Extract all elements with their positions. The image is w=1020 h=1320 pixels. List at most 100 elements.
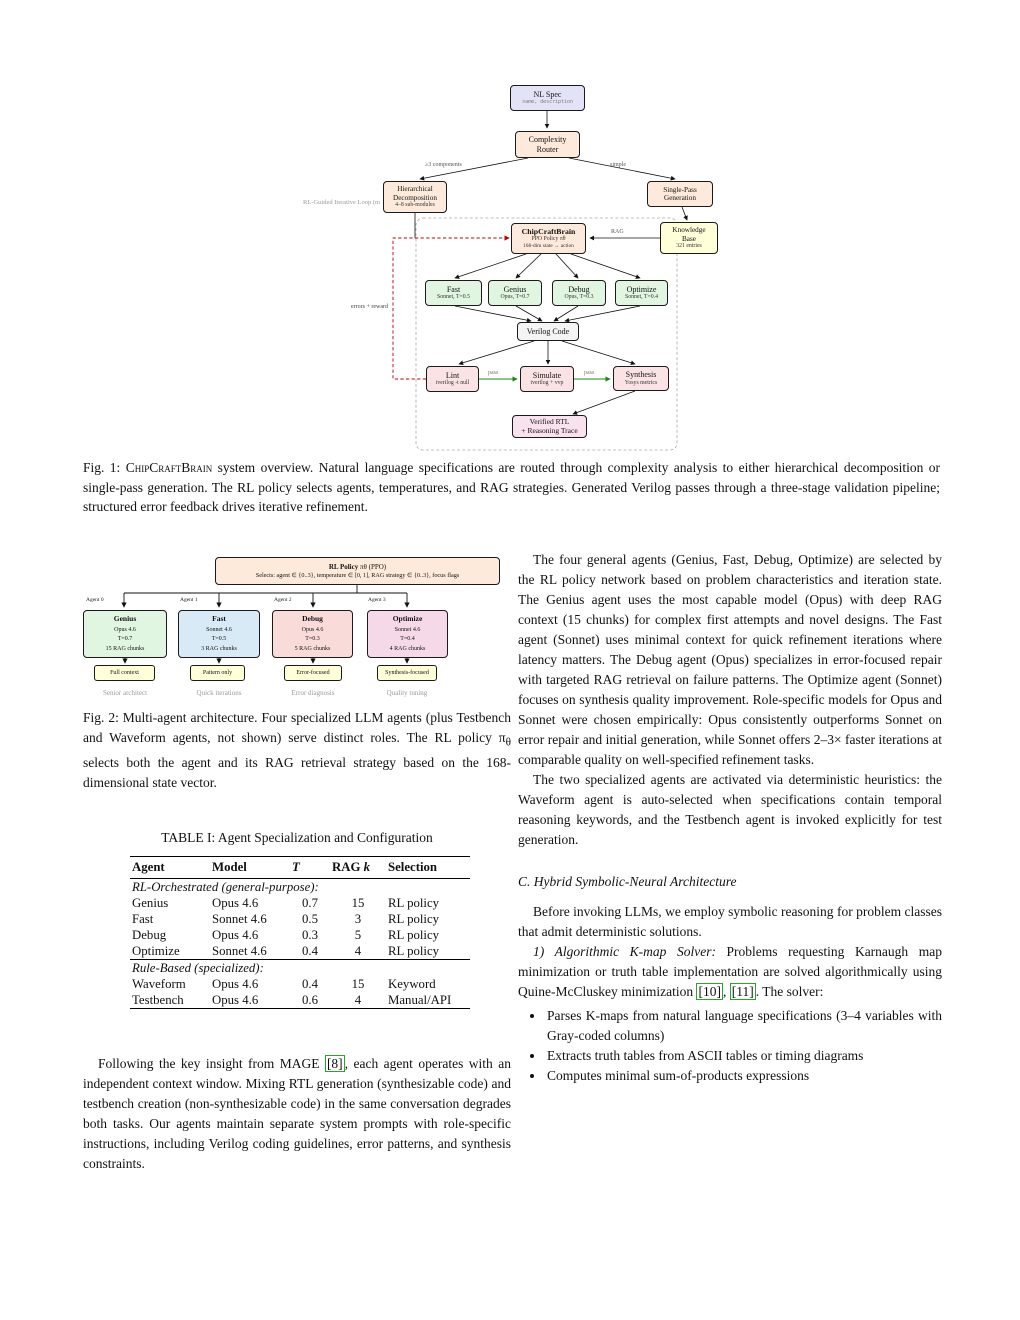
solver-bullet-list: Parses K-maps from natural language spec… (518, 1006, 942, 1086)
debug-context-box: Error-focused (284, 665, 342, 681)
genius-chunks: 15 RAG chunks (105, 645, 145, 652)
fig1-arrows (392, 111, 688, 451)
citation-11[interactable]: [11] (729, 983, 756, 1000)
agent0-tag: Agent 0 (86, 597, 104, 603)
cell: Testbench (132, 992, 184, 1007)
fig1-node-complexity-router: Complexity Router (515, 131, 580, 158)
optimize-sub: Sonnet, T=0.4 (625, 294, 658, 301)
lint-sub: iverilog -t null (435, 380, 470, 387)
rl-loop-label: RL-Guided Iterative Loop (m (303, 199, 381, 206)
fig1-node-genius-agent: Genius Opus, T=0.7 (488, 280, 542, 306)
fig1-caption: Fig. 1: ChipCraftBrain system overview. … (83, 458, 940, 517)
col-t-symbol: T (292, 860, 300, 874)
col-rag-text: RAG (332, 860, 364, 874)
col-agent: Agent (130, 856, 210, 879)
edge-label-rag: RAG (611, 229, 624, 235)
fig2-node-rl-policy: RL Policy πθ (PPO) Selects: agent ∈ {0..… (215, 557, 500, 585)
fig1-diagram: RL-Guided Iterative Loop (m ≥3 component… (285, 78, 975, 458)
genius-context-box: Full context (94, 665, 155, 681)
edge-label-simple: simple (610, 162, 626, 168)
genius-title: Genius (503, 284, 527, 294)
synthesis-sub: Yosys metrics (624, 379, 658, 386)
kmap-text-a: Problems requesting Karnaugh map minimiz… (518, 944, 942, 999)
cell: Sonnet 4.6 (212, 943, 267, 958)
col-k-symbol: k (363, 860, 371, 874)
fig1-node-lint: Lint iverilog -t null (426, 366, 479, 392)
fig1-node-synthesis: Synthesis Yosys metrics (613, 366, 669, 391)
cell: Opus 4.6 (212, 927, 259, 942)
cell: Opus 4.6 (212, 976, 259, 991)
optimize-title: Optimize (626, 284, 657, 294)
citation-10[interactable]: [10] (696, 983, 723, 1000)
bullet-extracts-truth-tables: Extracts truth tables from ASCII tables … (545, 1046, 942, 1066)
kmap-text-b: , (722, 984, 730, 999)
synthesis-title: Synthesis (625, 370, 657, 380)
bullet-computes-sop: Computes minimal sum-of-products express… (545, 1066, 942, 1086)
complexity-router-label: Complexity Router (528, 135, 567, 154)
verilog-label: Verilog Code (526, 326, 570, 336)
fig2-node-genius: Genius Opus 4.6 T=0.7 15 RAG chunks (83, 610, 167, 658)
cell: Manual/API (388, 992, 452, 1007)
bullet-text: Extracts truth tables from ASCII tables … (547, 1048, 864, 1063)
fig1-node-fast-agent: Fast Sonnet, T=0.5 (425, 280, 482, 306)
genius-model: Opus 4.6 (114, 626, 136, 633)
paragraph-kmap-solver: 1) Algorithmic K-map Solver: Problems re… (518, 942, 942, 1002)
fig1-node-verilog-code: Verilog Code (517, 322, 579, 341)
cell: 0.6 (302, 992, 318, 1007)
rl-policy-title-bold: RL Policy (328, 562, 359, 571)
edge-label-errors-reward: errors + reward (350, 304, 388, 310)
cell: Keyword (388, 976, 436, 991)
cell: Opus 4.6 (212, 992, 259, 1007)
fast-title: Fast (446, 284, 461, 294)
fig1-node-simulate: Simulate iverilog + vvp (520, 366, 574, 392)
cell: Optimize (132, 943, 180, 958)
mage-text-b: , each agent operates with an independen… (83, 1056, 511, 1171)
cell: Genius (132, 895, 169, 910)
optimize-role: Quality tuning (386, 689, 428, 697)
optimize-name: Optimize (392, 614, 423, 624)
cell: 15 (351, 895, 365, 910)
fig1-caption-systemname: ChipCraftBrain (125, 460, 213, 475)
genius-role: Senior architect (102, 689, 148, 697)
bullet-parses-kmaps: Parses K-maps from natural language spec… (545, 1006, 942, 1046)
nl-spec-title: NL Spec (533, 89, 562, 99)
optimize-chunks: 4 RAG chunks (389, 645, 426, 652)
fig1-node-verified-rtl: Verified RTL + Reasoning Trace (512, 415, 587, 438)
cell: Fast (132, 911, 154, 926)
genius-temp: T=0.7 (117, 636, 133, 643)
table1-title: TABLE I: Agent Specialization and Config… (161, 830, 433, 845)
citation-8[interactable]: [8] (324, 1055, 345, 1072)
agent-config-table: Agent Model T RAG k Selection RL-Orchest… (130, 856, 470, 1009)
fig2-node-debug: Debug Opus 4.6 T=0.3 5 RAG chunks (272, 610, 353, 658)
fig2-diagram: RL Policy πθ (PPO) Selects: agent ∈ {0..… (80, 552, 512, 704)
col-rag-k: RAG k (330, 856, 386, 879)
fig1-node-knowledge-base: Knowledge Base 321 entries (660, 222, 718, 254)
cell: Debug (132, 927, 167, 942)
fig1-node-nl-spec: NL Spec name, description (510, 85, 585, 111)
cell: 0.5 (302, 911, 318, 926)
cell: 0.4 (302, 943, 318, 958)
fast-name: Fast (212, 614, 226, 624)
single-pass-label: Single-Pass Generation (663, 185, 697, 202)
optimize-model: Sonnet 4.6 (394, 626, 421, 633)
nl-spec-fields: name, description (522, 99, 573, 106)
hierarchical-sub: 4–8 sub-modules (395, 202, 435, 209)
left-column-text: Following the key insight from MAGE [8],… (83, 1054, 511, 1174)
col-temperature: T (290, 856, 330, 879)
fig1-node-hierarchical-decomposition: Hierarchical Decomposition 4–8 sub-modul… (383, 181, 447, 213)
fig2-caption: Fig. 2: Multi-agent architecture. Four s… (83, 708, 511, 793)
group2-label: Rule-Based (specialized): (130, 959, 470, 976)
fig1-node-debug-agent: Debug Opus, T=0.3 (552, 280, 606, 306)
kb-label: Knowledge Base (672, 226, 706, 243)
table1: Agent Model T RAG k Selection RL-Orchest… (130, 856, 470, 1009)
paragraph-specialized-agents: The two specialized agents are activated… (518, 772, 942, 847)
simulate-title: Simulate (532, 370, 562, 380)
fig2-caption-theta: θ (505, 736, 511, 749)
brain-state: 168-dim state → action (523, 243, 574, 250)
col-model: Model (210, 856, 290, 879)
cell: RL policy (388, 895, 440, 910)
right-column-text: The four general agents (Genius, Fast, D… (518, 550, 942, 1086)
